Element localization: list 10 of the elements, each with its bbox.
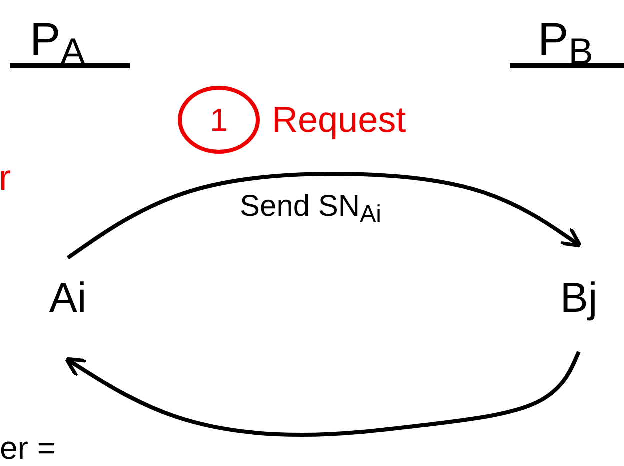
arrow [66,172,582,260]
node-label: Bj [560,274,598,322]
text-fragment: er = [0,432,56,464]
node-label: Ai [49,274,87,322]
circled-number: 1 [178,86,260,154]
step-label: Request [272,102,406,138]
text-fragment: r [0,160,11,196]
process-label: P$_{A}$ [30,16,86,71]
process-label: P$_{B}$ [538,16,594,71]
arrow [64,351,581,437]
